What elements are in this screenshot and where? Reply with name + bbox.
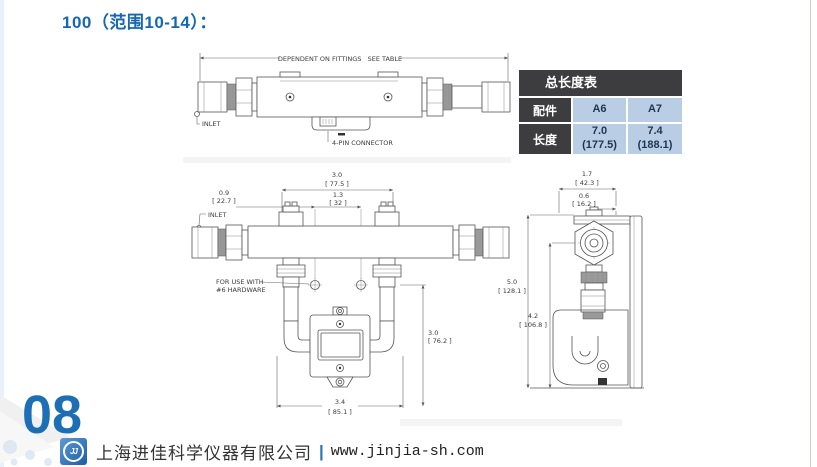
company-name: 上海进佳科学仪器有限公司: [96, 444, 312, 463]
span-in: 3.0: [332, 171, 342, 179]
outlet-fitting-right: [452, 224, 510, 261]
length-a7: 7.4 (188.1): [628, 124, 682, 154]
manifold-body: [247, 201, 454, 259]
connector-pocket: 4-PIN CONNECTOR: [311, 116, 393, 147]
offset-mm: [ 22.7 ]: [212, 197, 236, 205]
width-dimension: 3.4 [ 85.1 ]: [276, 356, 404, 416]
page-title: 100（范围10-14）：: [62, 13, 217, 32]
hardware-callout: FOR USE WITH #6 HARDWARE: [216, 278, 310, 294]
hardware-label-2: #6 HARDWARE: [216, 286, 266, 294]
logo-initials: JJ: [70, 447, 78, 456]
overall-dim-label: DEPENDENT ON FITTINGS SEE TABLE: [278, 55, 402, 63]
scan-shade-top: [183, 157, 511, 163]
scan-shade-bottom: [400, 419, 622, 426]
offset-dimension: 0.9 [ 22.7 ]: [212, 189, 315, 209]
span-mm: [ 77.5 ]: [325, 180, 349, 188]
top-view-drawing: DEPENDENT ON FITTINGS SEE TABLE: [194, 53, 511, 147]
controller-box: [309, 306, 371, 388]
page-right-border: [810, 0, 811, 467]
front-view-drawing: 3.0 [ 77.5 ] 0.9 [ 22.7 ] 1.3 [ 32 ] INL…: [191, 171, 510, 416]
body-height-mm: [ 106.8 ]: [519, 321, 547, 329]
company-website[interactable]: www.jinjia-sh.com: [330, 443, 484, 460]
length-a7-mm: (188.1): [637, 139, 673, 151]
logo-ring-icon: JJ: [63, 441, 84, 462]
side-offset-mm: [ 16.2 ]: [572, 200, 596, 208]
inlet-label: INLET: [208, 211, 227, 219]
width-in: 3.4: [335, 398, 345, 406]
inlet-label: INLET: [202, 120, 221, 128]
side-view-drawing: 1.7 [ 42.3 ] 0.6 [ 16.2 ] 5.0 [ 128.1 ] …: [498, 170, 644, 389]
offset-in: 0.9: [219, 189, 229, 197]
table-title: 总长度表: [519, 70, 682, 96]
mounting-holes: [308, 278, 368, 292]
height-in: 3.0: [428, 329, 438, 337]
inlet-fitting-left: [197, 77, 258, 117]
length-a6-mm: (177.5): [582, 139, 617, 151]
length-a6-in: 7.0: [591, 125, 608, 138]
company-logo: JJ: [60, 438, 87, 465]
fitting-header: 配件: [519, 98, 571, 122]
sensor-body: [256, 71, 423, 118]
length-a6: 7.0 (177.5): [573, 124, 626, 154]
total-height-mm: [ 128.1 ]: [498, 287, 526, 295]
depth-dimension: 1.7 [ 42.3 ]: [558, 170, 617, 213]
side-offset-in: 0.6: [579, 192, 589, 200]
fitting-a6: A6: [573, 98, 626, 122]
length-a7-in: 7.4: [647, 125, 663, 138]
total-height-in: 5.0: [507, 278, 517, 286]
side-housing: [530, 215, 644, 389]
total-height-dimension: 5.0 [ 128.1 ]: [498, 214, 574, 388]
outlet-fitting-right: [421, 77, 511, 117]
down-port-left: [276, 257, 311, 353]
depth-in: 1.7: [582, 170, 592, 178]
down-port-right: [367, 257, 402, 353]
page-number: 08: [22, 385, 83, 445]
valve-assembly: [573, 206, 631, 320]
gap-in: 1.3: [333, 191, 343, 199]
height-dimension: 3.0 [ 76.2 ]: [400, 284, 452, 406]
gap-mm: [ 32 ]: [329, 199, 346, 207]
corner-watermark: [0, 395, 70, 466]
total-length-table: 总长度表 配件 A6 A7 长度 7.0 (177.5) 7.4 (188.1): [519, 70, 682, 154]
inlet-fitting-left: [191, 224, 249, 261]
depth-mm: [ 42.3 ]: [575, 179, 599, 187]
hardware-label-1: FOR USE WITH: [216, 278, 264, 286]
footer-separator: |: [319, 441, 324, 461]
height-mm: [ 76.2 ]: [428, 337, 452, 345]
footer-bar: JJ 上海进佳科学仪器有限公司 | www.jinjia-sh.com: [60, 438, 484, 465]
length-header: 长度: [519, 124, 571, 154]
overall-dimension: DEPENDENT ON FITTINGS SEE TABLE: [199, 53, 509, 81]
width-mm: [ 85.1 ]: [328, 408, 352, 416]
inlet-callout: INLET: [194, 111, 221, 128]
connector-label: 4-PIN CONNECTOR: [332, 139, 393, 147]
body-height-dimension: 4.2 [ 106.8 ]: [519, 242, 576, 388]
fitting-a7: A7: [628, 98, 682, 122]
body-height-in: 4.2: [528, 312, 538, 320]
page-left-strip: [0, 0, 4, 467]
